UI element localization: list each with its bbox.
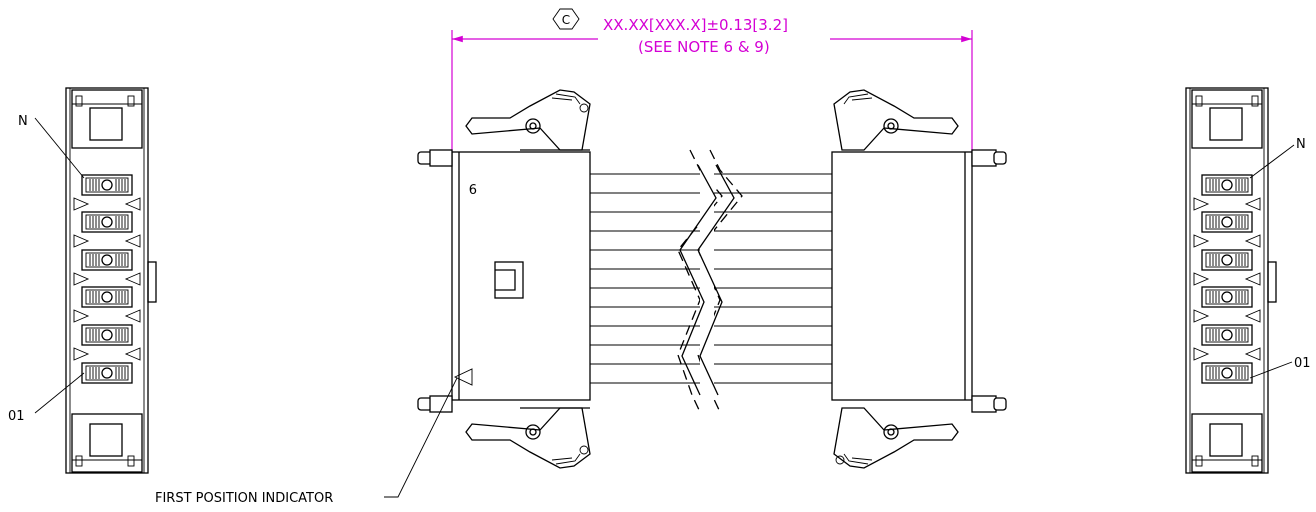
- contact-cavity: [81, 174, 133, 196]
- first-position-triangle: [453, 368, 473, 386]
- polarization-key: [73, 197, 141, 211]
- right-01-label: 01: [1294, 356, 1311, 371]
- contact-cavity: [81, 211, 133, 233]
- first-position-label: FIRST POSITION INDICATOR: [155, 491, 333, 506]
- polarization-key: [1193, 234, 1261, 248]
- polarization-key: [73, 309, 141, 323]
- contact-cavity: [1201, 249, 1253, 271]
- left-end-view: N 01: [8, 87, 157, 474]
- dimension-note: (SEE NOTE 6 & 9): [638, 38, 770, 56]
- polarization-key: [73, 347, 141, 361]
- right-top-latch: [833, 89, 959, 151]
- left-bottom-latch: [465, 407, 591, 469]
- left-01-label: 01: [8, 409, 25, 424]
- polarization-key: [1193, 197, 1261, 211]
- contact-cavity: [1201, 362, 1253, 384]
- contact-cavity: [81, 249, 133, 271]
- polarization-key: [1193, 309, 1261, 323]
- contact-cavity: [81, 362, 133, 384]
- hexagon-symbol-icon: [552, 8, 580, 30]
- polarization-key: [1193, 347, 1261, 361]
- contact-cavity: [1201, 324, 1253, 346]
- right-01-leader: [1249, 361, 1293, 379]
- left-top-latch: [465, 89, 591, 151]
- cable-side-view: C XX.XX[XXX.X]±0.13[3.2] (SEE NOTE 6 & 9…: [155, 8, 1007, 506]
- dimension-value: XX.XX[XXX.X]±0.13[3.2]: [603, 16, 788, 34]
- contact-cavity: [1201, 211, 1253, 233]
- left-n-leader: [34, 117, 85, 179]
- contact-cavity: [81, 286, 133, 308]
- polarization-key: [73, 234, 141, 248]
- contact-cavity: [1201, 174, 1253, 196]
- right-end-view: N 01: [1185, 87, 1311, 474]
- polarization-key: [1193, 272, 1261, 286]
- contact-cavity: [81, 324, 133, 346]
- left-01-leader: [34, 372, 85, 414]
- hexagon-symbol-text: C: [562, 13, 570, 27]
- first-position-leader: [384, 377, 458, 498]
- right-bottom-latch: [833, 407, 959, 469]
- contact-cavity: [1201, 286, 1253, 308]
- pin-marker: 9: [469, 180, 477, 195]
- left-n-label: N: [18, 114, 28, 129]
- right-n-leader: [1249, 144, 1295, 179]
- polarization-key: [73, 272, 141, 286]
- right-n-label: N: [1296, 137, 1306, 152]
